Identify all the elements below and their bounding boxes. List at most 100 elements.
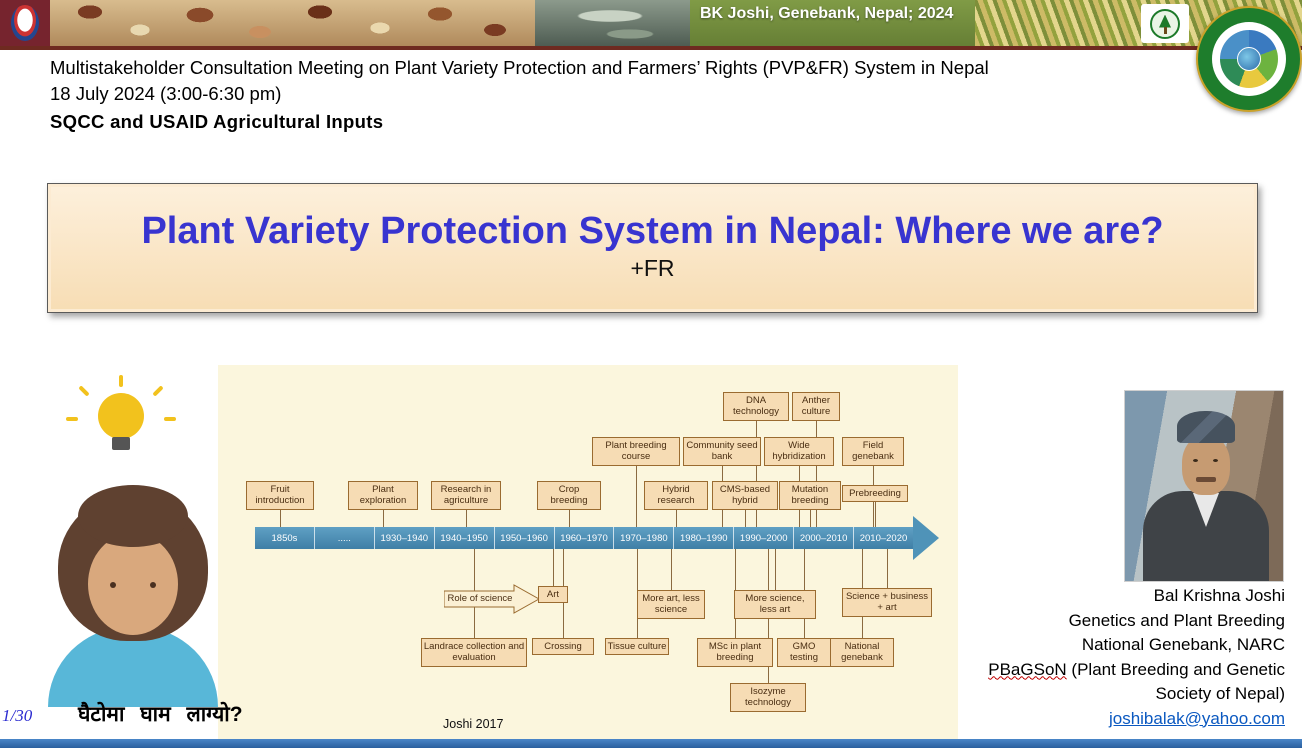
bottom-accent-bar	[0, 739, 1302, 748]
timeline-box-field-genebank: Field genebank	[842, 437, 904, 466]
timeline-box-tissue-culture: Tissue culture	[605, 638, 669, 656]
speaker-affiliation-1: Genetics and Plant Breeding	[1068, 610, 1285, 630]
banner-credit: BK Joshi, Genebank, Nepal; 2024	[690, 0, 975, 46]
timeline-box-more-science-less-art: More science, less art	[734, 590, 816, 619]
timeline-arrowhead-icon	[913, 516, 939, 560]
connector-line	[383, 495, 384, 527]
timeline-decade: 1990–2000	[734, 527, 795, 549]
timeline-box-fruit-introduction: Fruit introduction	[246, 481, 314, 510]
timeline-decade: 1940–1950	[435, 527, 495, 549]
speaker-info: Bal Krishna Joshi Genetics and Plant Bre…	[950, 584, 1285, 731]
connector-line	[810, 495, 811, 527]
connector-line	[280, 495, 281, 527]
lightbulb-ray-icon	[78, 385, 90, 397]
seeds-photo	[50, 0, 535, 46]
timeline-box-mutation-breeding: Mutation breeding	[779, 481, 841, 510]
timeline-bar: 1850s ..... 1930–1940 1940–1950 1950–196…	[255, 527, 913, 549]
speaker-email-link[interactable]: joshibalak@yahoo.com	[1108, 708, 1285, 728]
timeline-box-prebreeding: Prebreeding	[842, 485, 908, 503]
timeline-box-crop-breeding: Crop breeding	[537, 481, 601, 510]
speaker-email-line: joshibalak@yahoo.com	[950, 707, 1285, 732]
timeline-box-art: Art	[538, 586, 568, 604]
lightbulb-ray-icon	[164, 417, 176, 421]
university-circular-logo	[1196, 6, 1302, 112]
slide-header: Multistakeholder Consultation Meeting on…	[50, 57, 1170, 133]
timeline-box-more-art-less-science: More art, less science	[637, 590, 705, 619]
connector-line	[816, 405, 817, 527]
timeline-decade: 1960–1970	[555, 527, 615, 549]
slide-number: 1/30	[2, 706, 33, 725]
speaker-society-name: (Plant Breeding and Genetic Society of N…	[1066, 659, 1285, 704]
person-fringe	[78, 485, 188, 547]
tree-emblem-icon	[1150, 8, 1180, 39]
timeline-box-role-of-science: Role of science	[443, 584, 541, 614]
speaker-name: Bal Krishna Joshi	[1153, 586, 1285, 605]
connector-line	[569, 495, 570, 527]
timeline-box-science-business-art: Science + business + art	[842, 588, 932, 617]
timeline-decade: .....	[315, 527, 375, 549]
fish-photo	[535, 0, 690, 46]
role-of-science-label: Role of science	[447, 593, 513, 604]
globe-icon	[1237, 47, 1261, 71]
lightbulb-ray-icon	[66, 417, 78, 421]
banner-credit-text: BK Joshi, Genebank, Nepal; 2024	[700, 5, 954, 22]
emblem-crest-icon	[11, 5, 39, 41]
person-face	[88, 533, 178, 635]
timeline-box-cms-based-hybrid: CMS-based hybrid	[712, 481, 778, 510]
timeline-box-anther-culture: Anther culture	[792, 392, 840, 421]
banner-divider	[0, 46, 1302, 50]
connector-line	[553, 549, 554, 589]
timeline-box-hybrid-research: Hybrid research	[644, 481, 708, 510]
lightbulb-icon	[98, 393, 144, 439]
timeline-decade: 1850s	[255, 527, 315, 549]
speaker-photo	[1124, 390, 1284, 582]
title-box: Plant Variety Protection System in Nepal…	[47, 183, 1258, 313]
lightbulb-ray-icon	[119, 375, 123, 387]
connector-line	[756, 405, 757, 527]
timeline-decade: 1980–1990	[674, 527, 735, 549]
timeline-box-crossing: Crossing	[532, 638, 594, 656]
timeline-box-research-in-agriculture: Research in agriculture	[431, 481, 501, 510]
timeline-box-wide-hybridization: Wide hybridization	[764, 437, 834, 466]
timeline-box-national-genebank: National genebank	[830, 638, 894, 667]
timeline-box-gmo-testing: GMO testing	[777, 638, 831, 667]
lightbulb-base	[112, 437, 130, 450]
connector-line	[466, 495, 467, 527]
slide-title: Plant Variety Protection System in Nepal…	[141, 210, 1164, 252]
timeline-box-dna-technology: DNA technology	[723, 392, 789, 421]
timeline-box-community-seed-bank: Community seed bank	[683, 437, 761, 466]
connector-line	[671, 549, 672, 594]
meeting-title: Multistakeholder Consultation Meeting on…	[50, 57, 989, 78]
connector-line	[775, 549, 776, 594]
connector-line	[636, 455, 637, 527]
speaker-society-acronym: PBaGSoN	[988, 659, 1067, 679]
thinking-person-illustration	[40, 375, 220, 710]
organizers: SQCC and USAID Agricultural Inputs	[50, 111, 384, 132]
genebank-institute-logo	[1141, 4, 1189, 43]
lightbulb-ray-icon	[152, 385, 164, 397]
speaker-mustache	[1196, 477, 1216, 482]
person-eye	[150, 582, 156, 588]
timeline-box-isozyme-technology: Isozyme technology	[730, 683, 806, 712]
top-banner: BK Joshi, Genebank, Nepal; 2024	[0, 0, 1302, 46]
nepali-topi-hat	[1177, 411, 1235, 443]
nepali-caption: घैटोमा घाम लाग्यो?	[78, 703, 243, 726]
person-eye	[110, 582, 116, 588]
arrow-right-icon	[443, 584, 541, 614]
timeline-decade: 2010–2020	[859, 532, 908, 544]
speaker-eye	[1193, 459, 1198, 462]
speaker-eye	[1213, 459, 1218, 462]
timeline-decade: 1970–1980	[614, 527, 675, 549]
diagram-caption: Joshi 2017	[443, 717, 504, 731]
speaker-face	[1182, 435, 1230, 495]
connector-line	[745, 495, 746, 527]
timeline-box-landrace-collection: Landrace collection and evaluation	[421, 638, 527, 667]
slide-subtitle: +FR	[630, 255, 675, 281]
timeline-box-plant-exploration: Plant exploration	[348, 481, 418, 510]
speaker-affiliation-3: PBaGSoN (Plant Breeding and Genetic Soci…	[950, 658, 1285, 707]
timeline-decade: 1950–1960	[495, 527, 555, 549]
meeting-date: 18 July 2024 (3:00-6:30 pm)	[50, 83, 282, 104]
plant-breeding-timeline-diagram: DNA technology Anther culture Plant bree…	[218, 365, 958, 740]
timeline-box-plant-breeding-course: Plant breeding course	[592, 437, 680, 466]
